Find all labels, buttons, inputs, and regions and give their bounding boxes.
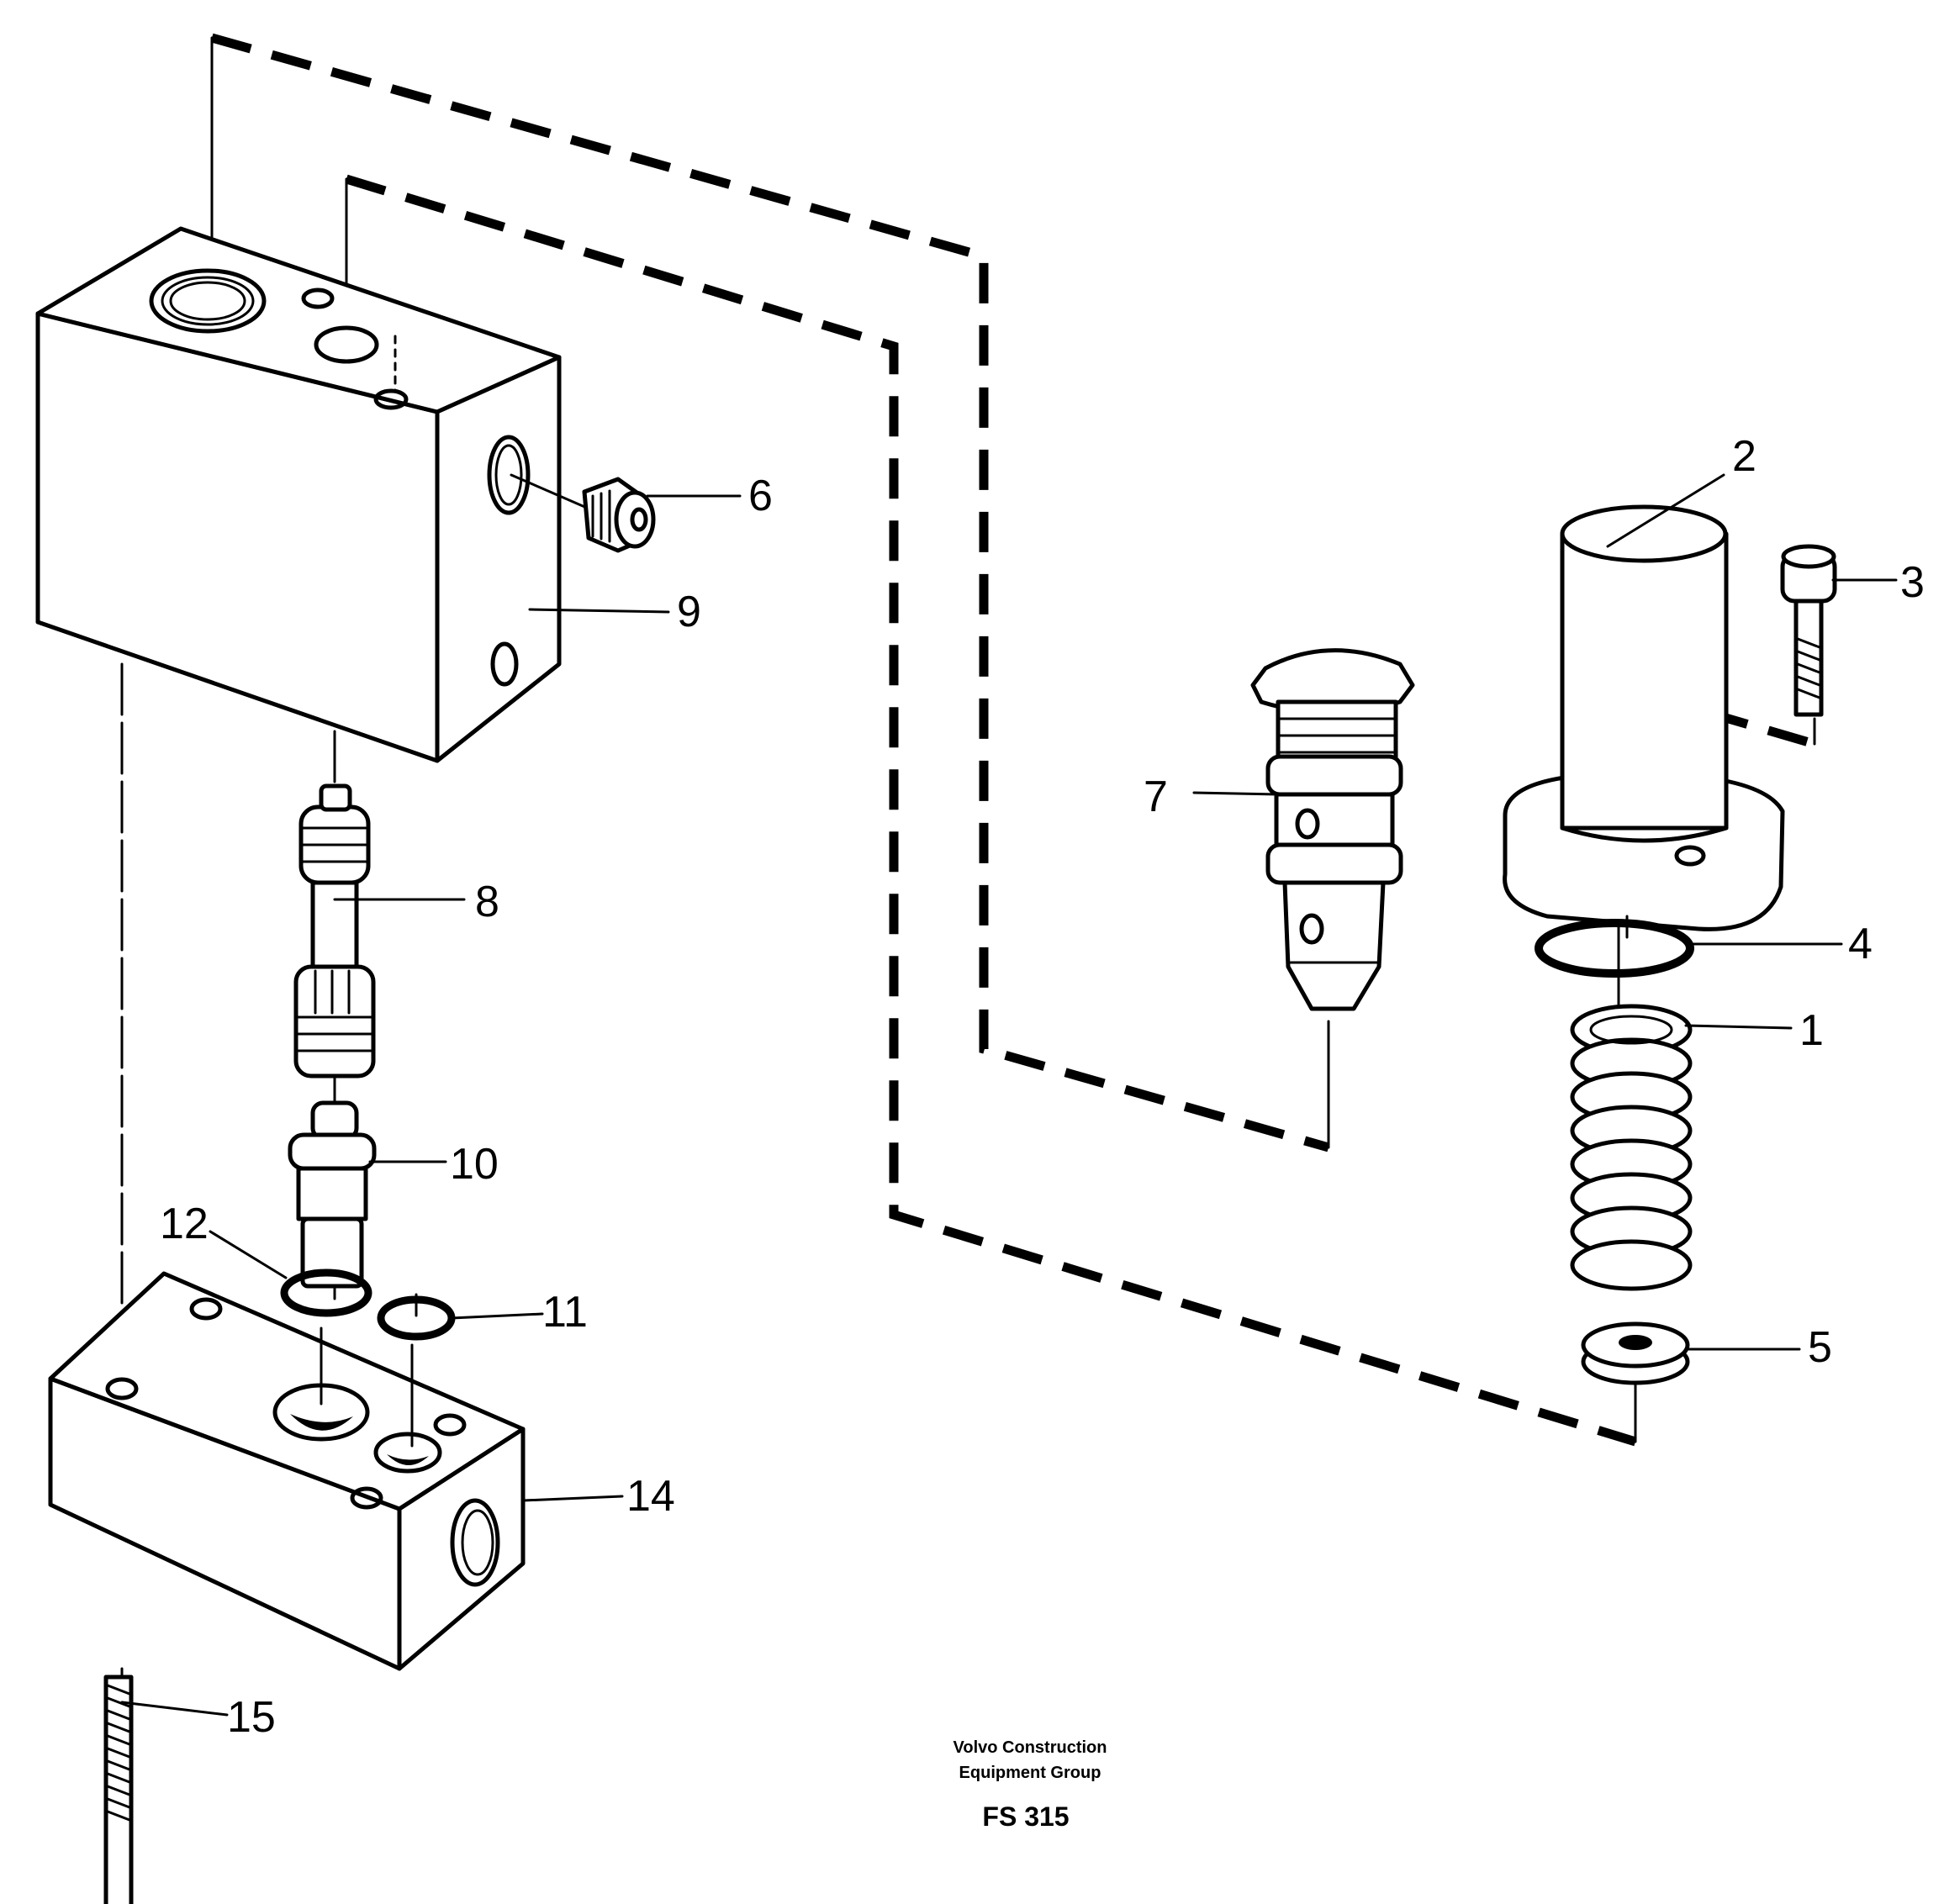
- label-10: 10: [450, 1140, 499, 1189]
- solenoid-cover-2: [1503, 504, 1785, 939]
- leader-11: [450, 1312, 544, 1320]
- label-1: 1: [1799, 1006, 1824, 1055]
- label-3: 3: [1900, 558, 1925, 607]
- lower-block-side-face: [397, 1427, 526, 1671]
- label-6: 6: [748, 472, 773, 520]
- leader-2: [1606, 473, 1725, 548]
- footer: Volvo Construction Equipment Group FS 31…: [954, 1738, 1107, 1832]
- leader-7: [1192, 791, 1280, 796]
- lower-side-port: [450, 1498, 500, 1587]
- o-ring-4: [1535, 919, 1694, 978]
- publisher-line-1: Volvo Construction: [954, 1738, 1107, 1757]
- side-port: [487, 435, 531, 515]
- lower-port-small: [373, 1432, 442, 1474]
- label-15: 15: [227, 1693, 276, 1742]
- cartridge-valve-7: [1250, 648, 1415, 1011]
- bolt-15: [103, 1667, 134, 1904]
- spool-lower-thread: [293, 964, 376, 1079]
- block-side-face: [435, 355, 562, 763]
- dashed-line-inner: [345, 174, 1637, 1447]
- threaded-port-main: [149, 268, 267, 334]
- leader-1: [1684, 1024, 1793, 1030]
- label-14: 14: [626, 1472, 675, 1521]
- plug-6: [510, 473, 656, 553]
- label-2: 2: [1732, 432, 1756, 481]
- leader-lines: [120, 473, 1898, 1717]
- label-5: 5: [1808, 1323, 1832, 1372]
- publisher-line-2: Equipment Group: [959, 1764, 1101, 1782]
- label-4: 4: [1848, 920, 1873, 968]
- leader-14: [521, 1495, 624, 1502]
- leader-15: [120, 1701, 229, 1717]
- figure-code: FS 315: [982, 1801, 1069, 1832]
- cartridge-body: [1282, 880, 1386, 1011]
- o-ring-12: [280, 1268, 372, 1317]
- upper-valve-block: [35, 226, 562, 763]
- spring-1: [1570, 1004, 1693, 1291]
- spool-shaft: [310, 880, 359, 969]
- label-7: 7: [1144, 773, 1168, 821]
- label-12: 12: [160, 1200, 209, 1248]
- seat-collar: [288, 1132, 377, 1171]
- side-bolt-hole: [490, 641, 519, 687]
- leader-9: [528, 608, 670, 614]
- seat-10: [288, 1100, 377, 1300]
- lower-valve-block: [48, 662, 526, 1671]
- washer-5: [1581, 1321, 1690, 1385]
- port-tiny: [301, 287, 335, 309]
- valve-spool-8: [293, 730, 376, 1103]
- port-pilot: [373, 388, 409, 410]
- part-labels: 1 2 3 4 5 6 7 8 9 10 11 12 14 15: [160, 432, 1925, 1742]
- lower-bolt-hole: [105, 1377, 139, 1400]
- label-9: 9: [677, 588, 701, 636]
- label-8: 8: [475, 878, 499, 926]
- leader-12: [209, 1230, 288, 1279]
- port-small: [314, 325, 379, 364]
- dashed-line-outer: [210, 33, 1330, 1152]
- screw-3: [1780, 544, 1837, 717]
- cover-cylinder: [1560, 531, 1729, 831]
- label-11: 11: [542, 1288, 588, 1337]
